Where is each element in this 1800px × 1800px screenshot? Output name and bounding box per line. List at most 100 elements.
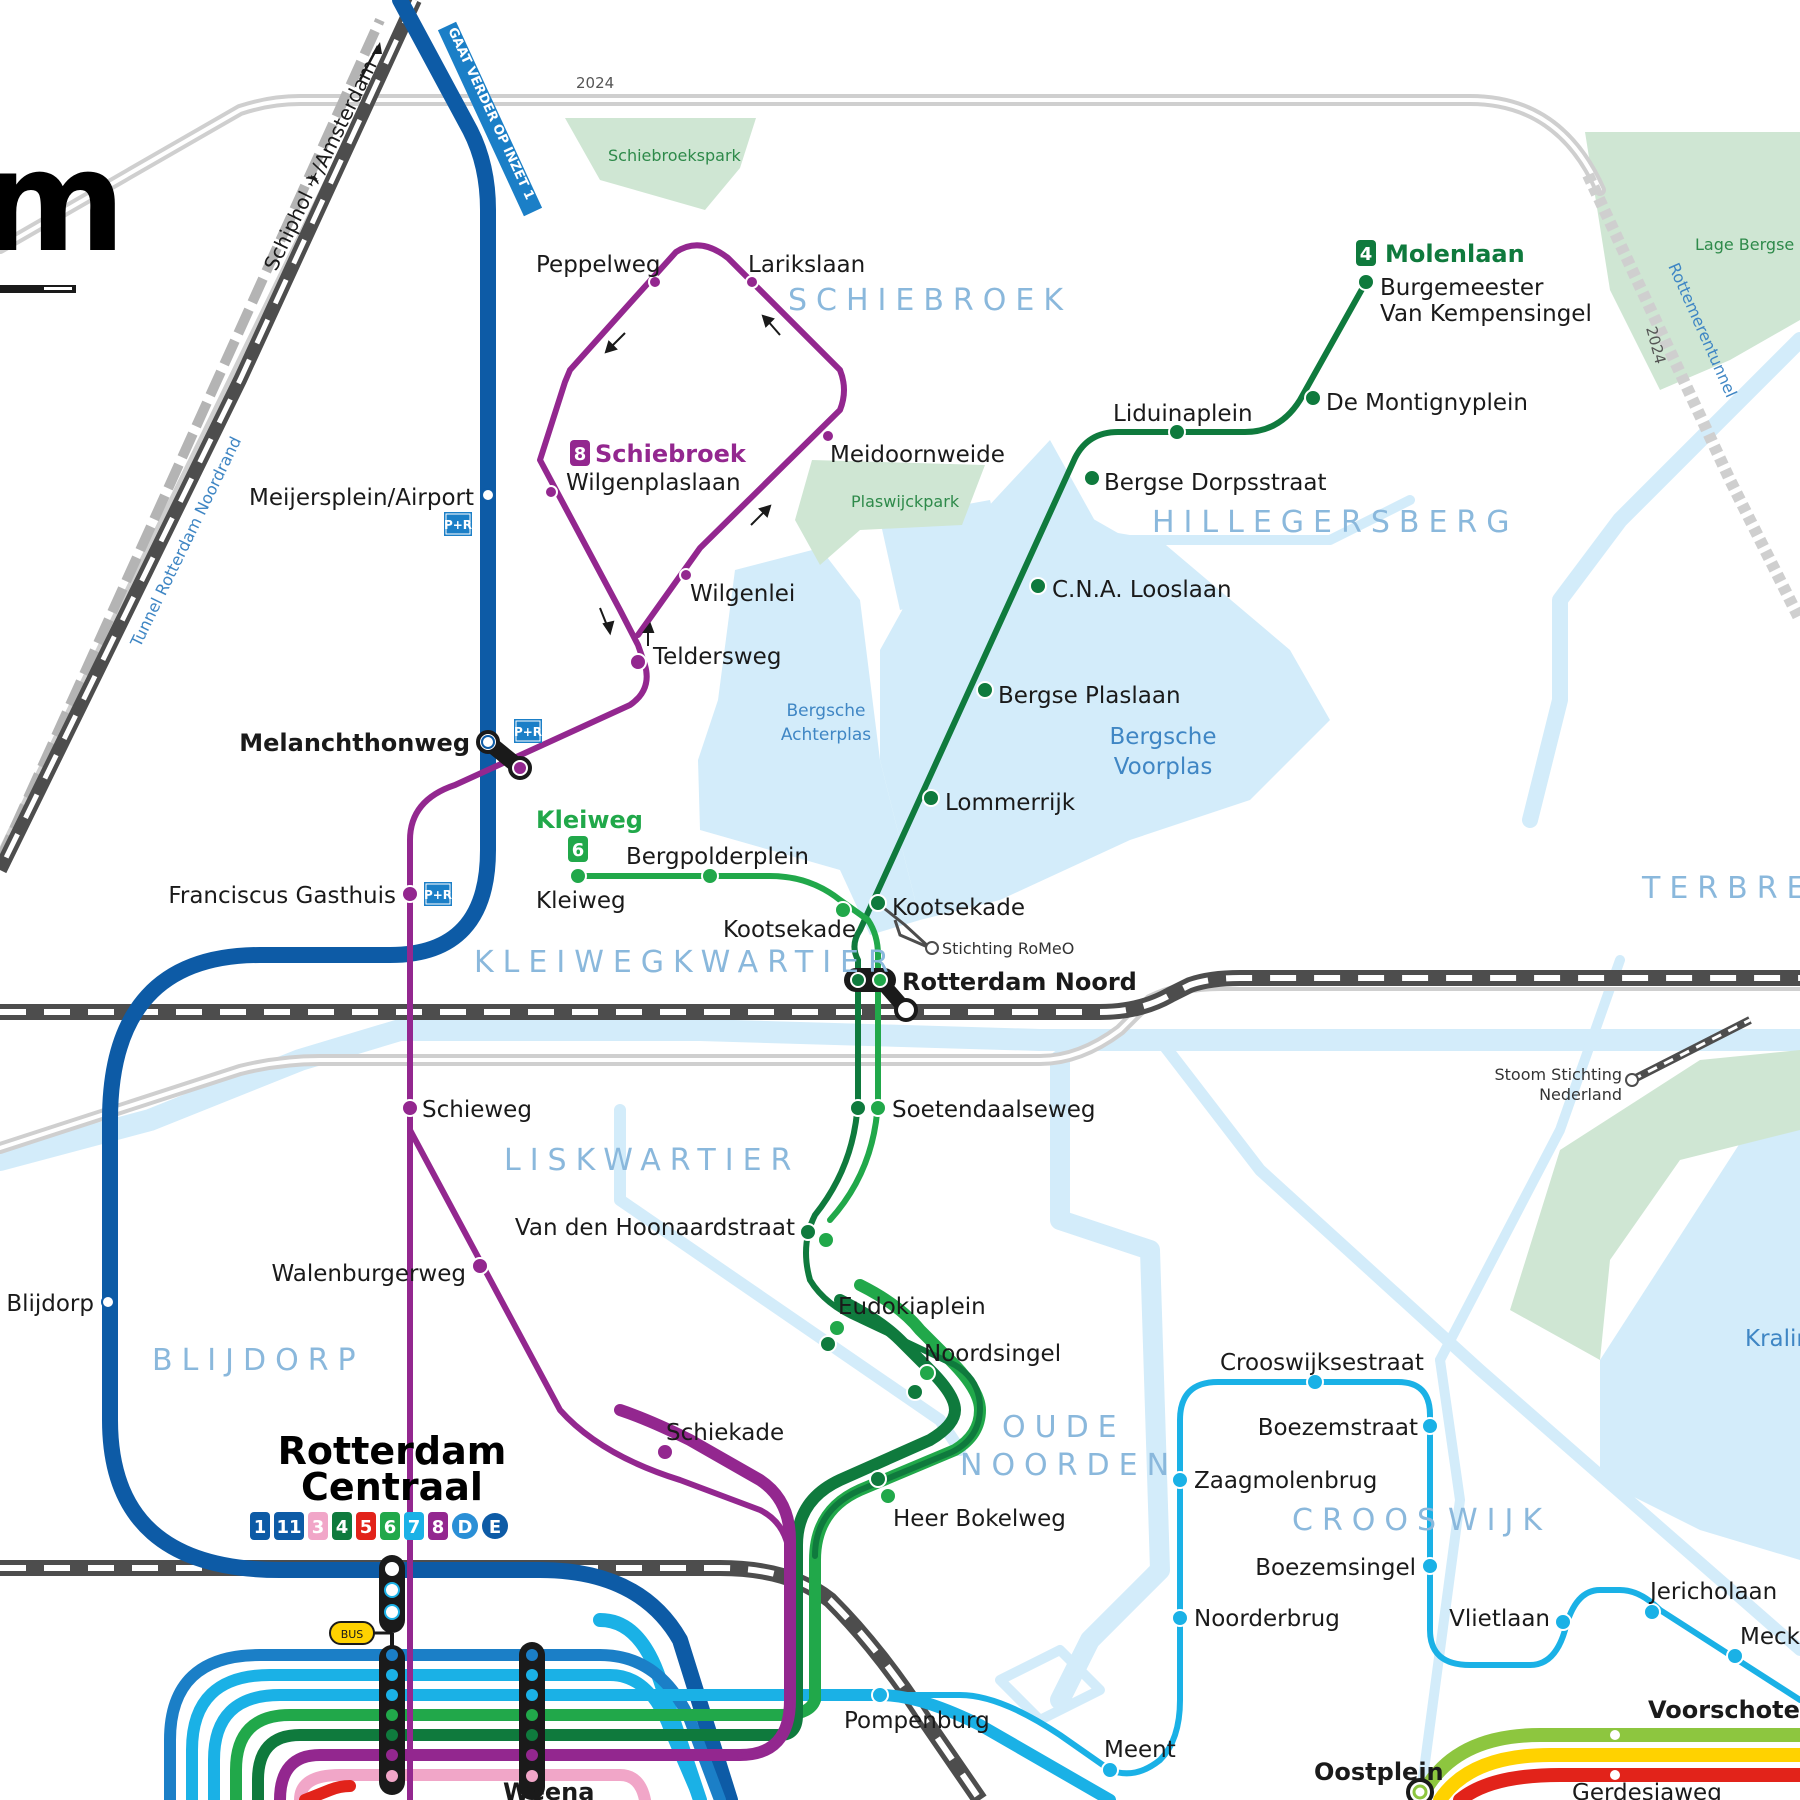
station-dot-meent[interactable] <box>1101 1761 1119 1779</box>
station-dot-montignyplein[interactable] <box>1304 389 1322 407</box>
station-dot-franciscus[interactable] <box>401 885 419 903</box>
label-oostplein[interactable]: Oostplein <box>1314 1758 1444 1786</box>
pr-badge-franciscus[interactable]: P+R <box>424 882 452 906</box>
station-dot-bergpolderplein[interactable] <box>701 867 719 885</box>
centraal-badge-4[interactable] <box>332 1512 352 1540</box>
station-dot-voorschoterlaan[interactable] <box>1608 1728 1622 1742</box>
station-dot-boezemstraat[interactable] <box>1421 1417 1439 1435</box>
label-boezemsingel[interactable]: Boezemsingel <box>1255 1555 1416 1581</box>
station-dot-teldersweg[interactable] <box>629 653 647 671</box>
centraal-badge-5[interactable] <box>356 1512 376 1540</box>
label-looslaan[interactable]: C.N.A. Looslaan <box>1052 577 1232 603</box>
centraal-badge-7[interactable] <box>404 1512 424 1540</box>
station-dot-zaagmolenbrug[interactable] <box>1171 1471 1189 1489</box>
label-heer-bokelweg[interactable]: Heer Bokelweg <box>893 1506 1066 1532</box>
label-rotterdam-noord[interactable]: Rotterdam Noord <box>902 968 1137 996</box>
station-dot-soetendaalseweg-a[interactable] <box>849 1099 867 1117</box>
label-stoom-2[interactable]: Nederland <box>1539 1085 1622 1104</box>
station-dot-pompenburg[interactable] <box>871 1686 889 1704</box>
station-dot-blijdorp[interactable] <box>101 1295 115 1309</box>
label-noordsingel[interactable]: Noordsingel <box>924 1341 1061 1367</box>
centraal-badge-D[interactable] <box>452 1513 478 1539</box>
station-dot-crooswijksestraat[interactable] <box>1306 1373 1324 1391</box>
label-liduinaplein[interactable]: Liduinaplein <box>1113 401 1253 427</box>
station-dot-gerdesiaweg[interactable] <box>1608 1768 1622 1782</box>
label-zaagmolenbrug[interactable]: Zaagmolenbrug <box>1194 1468 1377 1494</box>
station-dot-plaslaan[interactable] <box>976 681 994 699</box>
label-soetendaalseweg[interactable]: Soetendaalseweg <box>892 1097 1095 1123</box>
station-dot-hoonaard-a[interactable] <box>799 1223 817 1241</box>
label-kleiweg[interactable]: Kleiweg <box>536 888 626 914</box>
centraal-badge-6[interactable] <box>380 1512 400 1540</box>
label-stoom-1[interactable]: Stoom Stichting <box>1494 1065 1622 1084</box>
label-vlietlaan[interactable]: Vlietlaan <box>1449 1606 1550 1632</box>
label-rotterdam-centraal-1[interactable]: Rotterdam <box>278 1429 507 1473</box>
station-dot-heer-bokelweg-b[interactable] <box>879 1487 897 1505</box>
label-larikslaan[interactable]: Larikslaan <box>748 252 865 278</box>
label-teldersweg[interactable]: Teldersweg <box>652 644 781 670</box>
label-voorschoterlaan[interactable]: Voorschoterlaa <box>1648 1696 1800 1724</box>
centraal-badge-8[interactable] <box>428 1512 448 1540</box>
station-dot-wilgenplaslaan[interactable] <box>544 485 558 499</box>
label-pompenburg[interactable]: Pompenburg <box>844 1708 990 1734</box>
terminus-line-6[interactable]: Kleiweg 6 <box>536 806 643 862</box>
station-dot-heer-bokelweg-a[interactable] <box>869 1470 887 1488</box>
station-dot-jericholaan[interactable] <box>1643 1603 1661 1621</box>
station-dot-peppelweg[interactable] <box>648 275 662 289</box>
label-eudokiaplein[interactable]: Eudokiaplein <box>838 1294 986 1320</box>
station-dot-wilgenlei[interactable] <box>679 568 693 582</box>
station-dot-schieweg[interactable] <box>401 1099 419 1117</box>
station-dot-liduinaplein[interactable] <box>1168 423 1186 441</box>
label-peppelweg[interactable]: Peppelweg <box>536 252 661 278</box>
station-dot-noordsingel-a[interactable] <box>906 1383 924 1401</box>
label-walenburgerweg[interactable]: Walenburgerweg <box>272 1261 466 1287</box>
label-burgemeester[interactable]: Burgemeester <box>1380 275 1544 301</box>
station-dot-larikslaan[interactable] <box>745 275 759 289</box>
station-dot-noordsingel-b[interactable] <box>918 1364 936 1382</box>
centraal-badge-3[interactable] <box>308 1512 328 1540</box>
label-weena[interactable]: Weena <box>503 1778 594 1800</box>
label-meijersplein[interactable]: Meijersplein/Airport <box>249 485 474 511</box>
label-plaslaan[interactable]: Bergse Plaslaan <box>998 683 1181 709</box>
station-dot-kleiweg[interactable] <box>569 867 587 885</box>
label-montignyplein[interactable]: De Montignyplein <box>1326 390 1528 416</box>
terminus-line-8[interactable]: 8 Schiebroek Wilgenplaslaan <box>566 440 747 496</box>
interchange-rotterdam-noord[interactable] <box>844 968 918 1022</box>
label-bergpolderplein[interactable]: Bergpolderplein <box>626 844 809 870</box>
label-wilgenlei[interactable]: Wilgenlei <box>690 581 795 607</box>
label-jericholaan[interactable]: Jericholaan <box>1648 1579 1777 1605</box>
station-dot-looslaan[interactable] <box>1029 577 1047 595</box>
label-noorderbrug[interactable]: Noorderbrug <box>1194 1606 1340 1632</box>
station-dot-walenburgerweg[interactable] <box>471 1257 489 1275</box>
label-dorpsstraat[interactable]: Bergse Dorpsstraat <box>1104 470 1327 496</box>
station-dot-boezemsingel[interactable] <box>1421 1557 1439 1575</box>
station-dot-schiekade[interactable] <box>656 1443 674 1461</box>
label-rotterdam-centraal-2[interactable]: Centraal <box>301 1465 483 1509</box>
oostplein-ring[interactable] <box>1406 1778 1434 1800</box>
station-dot-hoonaard-b[interactable] <box>817 1231 835 1249</box>
station-dot-burgemeester[interactable] <box>1357 273 1375 291</box>
label-meent[interactable]: Meent <box>1104 1737 1176 1763</box>
label-crooswijksestraat[interactable]: Crooswijksestraat <box>1220 1350 1424 1376</box>
label-gerdesiaweg[interactable]: Gerdesiaweg <box>1572 1780 1722 1800</box>
label-schieweg[interactable]: Schieweg <box>422 1097 532 1123</box>
label-hoonaardstraat[interactable]: Van den Hoonaardstraat <box>515 1215 795 1241</box>
label-blijdorp[interactable]: Blijdorp <box>6 1291 94 1317</box>
interchange-rotterdam-centraal[interactable] <box>379 1555 545 1800</box>
bus-badge[interactable]: BUS <box>329 1621 392 1645</box>
pr-badge-melanchthonweg[interactable]: P+R <box>514 719 542 743</box>
centraal-badge-E[interactable] <box>482 1513 508 1539</box>
label-meckl[interactable]: Meckl <box>1740 1624 1800 1650</box>
label-meidoornweide[interactable]: Meidoornweide <box>830 442 1005 468</box>
terminus-line-4[interactable]: 4 Molenlaan <box>1356 240 1525 268</box>
centraal-badge-1[interactable] <box>250 1512 270 1540</box>
station-dot-eudokiaplein-a[interactable] <box>819 1335 837 1353</box>
label-kootsekade-4[interactable]: Kootsekade <box>892 895 1025 921</box>
station-dot-stoom[interactable] <box>1625 1073 1639 1087</box>
label-van-kempensingel[interactable]: Van Kempensingel <box>1380 301 1592 327</box>
label-kootsekade-6[interactable]: Kootsekade <box>723 917 856 943</box>
station-dot-eudokiaplein-b[interactable] <box>828 1319 846 1337</box>
centraal-badge-11[interactable] <box>274 1512 304 1540</box>
station-dot-soetendaalseweg-b[interactable] <box>869 1099 887 1117</box>
label-melanchthonweg[interactable]: Melanchthonweg <box>239 729 470 757</box>
